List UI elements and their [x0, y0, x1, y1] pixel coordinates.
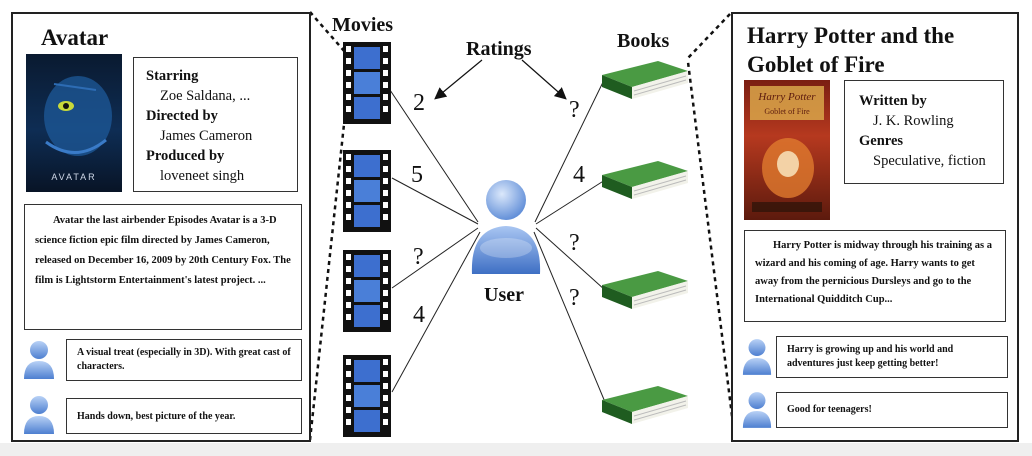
movies-label: Movies — [332, 14, 394, 36]
commenter-avatar-icon — [24, 396, 54, 434]
book-comment: Harry is growing up and his world and ad… — [776, 336, 1008, 378]
book-icon — [602, 161, 688, 199]
book-panel-leader-bottom — [686, 61, 737, 441]
movie-rating: 2 — [413, 90, 425, 116]
book-meta-box: Written by J. K. Rowling Genres Speculat… — [844, 80, 1004, 184]
commenter-avatar-icon — [742, 392, 772, 428]
movie-rating: 5 — [411, 162, 423, 188]
meta-value-produced: loveneet singh — [160, 168, 245, 184]
movie-film-icon — [343, 150, 391, 232]
movie-comment: A visual treat (especially in 3D). With … — [66, 339, 302, 381]
movie-poster: AVATAR — [26, 54, 122, 192]
meta-value-genres: Speculative, fiction — [873, 153, 986, 169]
bottom-strip — [0, 443, 1032, 456]
meta-heading-starring: Starring — [146, 68, 199, 84]
movie-film-icon — [343, 355, 391, 437]
book-rating: ? — [569, 97, 580, 123]
book-detail-panel: Harry Potter and the Goblet of Fire Harr… — [731, 12, 1019, 442]
user-icon — [471, 180, 541, 274]
ratings-arrow-right — [521, 59, 567, 100]
book-rating: ? — [569, 285, 580, 311]
movie-rating: ? — [413, 244, 424, 270]
meta-heading-directed: Directed by — [146, 108, 218, 124]
user-movie-line-3 — [391, 227, 479, 289]
meta-value-starring: Zoe Saldana, ... — [160, 88, 251, 104]
meta-heading-written: Written by — [859, 93, 927, 109]
book-comment: Good for teenagers! — [776, 392, 1008, 428]
user-book-line-1 — [534, 77, 606, 223]
ratings-label: Ratings — [466, 38, 532, 60]
book-icon — [602, 271, 688, 309]
movie-panel-leader-top — [309, 11, 346, 53]
book-icon — [602, 386, 688, 424]
cover-title: Harry Potter — [757, 91, 816, 103]
movie-description: Avatar the last airbender Episodes Avata… — [24, 204, 302, 330]
user-book-line-2 — [535, 179, 606, 225]
movie-title: Avatar — [41, 25, 109, 50]
meta-heading-genres: Genres — [859, 133, 904, 149]
book-title-line-1: Harry Potter and the — [747, 23, 955, 48]
movie-detail-panel: Avatar AVATAR Starring Zoe Saldana, ... … — [11, 12, 311, 442]
ratings-arrow-left — [434, 59, 483, 100]
meta-heading-produced: Produced by — [146, 148, 225, 164]
movie-film-icon — [343, 42, 391, 124]
poster-title: AVATAR — [51, 172, 96, 182]
book-description: Harry Potter is midway through his train… — [744, 230, 1006, 322]
movie-comment: Hands down, best picture of the year. — [66, 398, 302, 434]
book-rating: ? — [569, 230, 580, 256]
user-book-line-4 — [533, 231, 606, 403]
user-book-line-3 — [535, 227, 606, 291]
cover-subtitle: Goblet of Fire — [764, 107, 810, 116]
meta-value-written: J. K. Rowling — [873, 113, 954, 129]
movie-rating: 4 — [413, 302, 425, 328]
books-label: Books — [617, 30, 670, 52]
user-label: User — [484, 284, 524, 306]
user-movie-line-4 — [391, 231, 481, 393]
book-panel-leader-top — [687, 13, 731, 59]
meta-value-directed: James Cameron — [160, 128, 253, 144]
commenter-avatar-icon — [742, 339, 772, 375]
movie-film-icon — [343, 250, 391, 332]
book-cover: Harry Potter Goblet of Fire — [744, 80, 830, 220]
user-movie-line-1 — [389, 89, 479, 223]
movie-meta-box: Starring Zoe Saldana, ... Directed by Ja… — [133, 57, 298, 192]
book-icon — [602, 61, 688, 99]
book-title-line-2: Goblet of Fire — [747, 52, 885, 77]
user-movie-line-2 — [391, 177, 479, 225]
book-rating: 4 — [573, 162, 585, 188]
movie-panel-leader-bottom — [308, 114, 347, 441]
commenter-avatar-icon — [24, 341, 54, 379]
